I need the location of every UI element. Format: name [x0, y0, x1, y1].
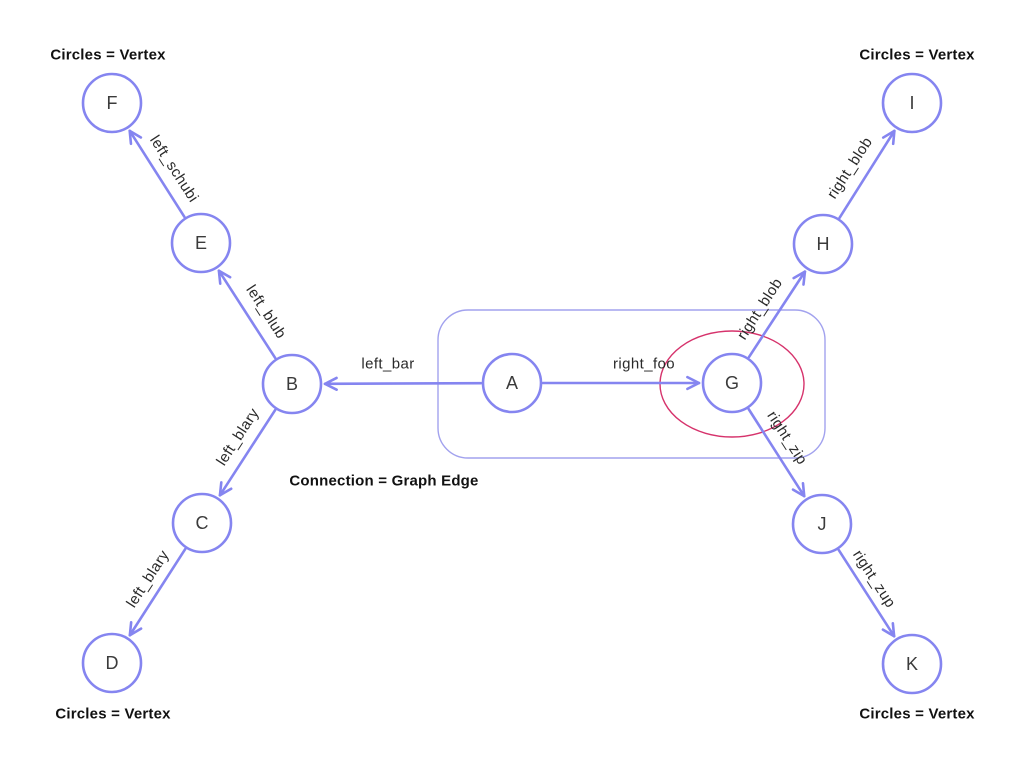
edge-H-I[interactable]: right_blob — [824, 129, 896, 220]
edge-line — [128, 547, 187, 637]
edge-J-K[interactable]: right_zup — [837, 547, 899, 638]
edge-label-H-I: right_blob — [824, 134, 876, 202]
arrowhead-icon — [218, 481, 233, 497]
edge-C-D[interactable]: left_blary — [123, 547, 187, 637]
vertex-circle — [701, 352, 763, 414]
node-B[interactable]: B — [261, 353, 323, 415]
edge-line — [747, 270, 807, 359]
legend-circles-vertex-bottom-left: Circles = Vertex — [55, 706, 171, 723]
edge-G-H[interactable]: right_blob — [734, 270, 807, 359]
edge-B-C[interactable]: left_blary — [213, 405, 277, 497]
vertex-circle — [791, 493, 853, 555]
edge-label-B-C: left_blary — [213, 405, 263, 469]
edge-E-F[interactable]: left_schubi — [128, 129, 202, 219]
edge-line — [218, 408, 277, 497]
edge-line — [323, 381, 483, 386]
edge-G-J[interactable]: right_zip — [747, 407, 811, 498]
arrowhead-icon — [791, 481, 806, 498]
node-E[interactable]: E — [170, 212, 232, 274]
vertex-label: J — [818, 514, 827, 534]
vertex-label: A — [506, 373, 518, 393]
edge-label-A-B: left_bar — [361, 356, 414, 373]
edge-line — [837, 548, 896, 638]
node-G[interactable]: G — [701, 352, 763, 414]
node-H[interactable]: H — [792, 213, 854, 275]
edge-label-B-E: left_blub — [242, 282, 289, 342]
node-C[interactable]: C — [171, 492, 233, 554]
vertex-label: G — [725, 373, 739, 393]
node-K[interactable]: K — [881, 633, 943, 695]
edge-label-A-G: right_foo — [613, 356, 675, 373]
edge-line — [217, 269, 277, 360]
edge-B-E[interactable]: left_blub — [217, 269, 290, 360]
vertex-circle — [81, 72, 143, 134]
node-A[interactable]: A — [481, 352, 543, 414]
vertex-label: H — [817, 234, 830, 254]
node-D[interactable]: D — [81, 632, 143, 694]
edge-label-G-H: right_blob — [734, 275, 786, 343]
vertex-label: D — [106, 653, 119, 673]
arrowhead-icon — [128, 621, 143, 637]
arrowhead-icon — [881, 622, 896, 638]
arrowhead-icon — [881, 129, 896, 146]
arrowhead-icon — [792, 270, 807, 286]
edge-label-G-J: right_zip — [763, 408, 810, 468]
vertex-circle — [170, 212, 232, 274]
vertex-circle — [81, 632, 143, 694]
node-J[interactable]: J — [791, 493, 853, 555]
legend-connection-graph-edge: Connection = Graph Edge — [289, 473, 478, 490]
vertex-label: F — [107, 93, 118, 113]
legend-circles-vertex-top-left: Circles = Vertex — [50, 47, 166, 64]
vertex-label: C — [196, 513, 209, 533]
edge-line — [128, 129, 186, 219]
edge-A-B[interactable]: left_bar — [323, 356, 483, 391]
arrowhead-icon — [217, 269, 232, 285]
edge-A-G[interactable]: right_foo — [541, 356, 701, 391]
vertex-label: I — [909, 93, 914, 113]
arrowhead-icon — [323, 376, 338, 391]
edge-line — [747, 407, 806, 498]
vertex-label: B — [286, 374, 298, 394]
vertex-circle — [481, 352, 543, 414]
vertex-circle — [881, 72, 943, 134]
node-F[interactable]: F — [81, 72, 143, 134]
arrowhead-icon — [686, 375, 701, 391]
edge-line — [838, 129, 896, 220]
vertex-circle — [792, 213, 854, 275]
vertex-label: K — [906, 654, 918, 674]
vertex-circle — [881, 633, 943, 695]
legend-circles-vertex-top-right: Circles = Vertex — [859, 47, 975, 64]
vertex-circle — [171, 492, 233, 554]
legend-circles-vertex-bottom-right: Circles = Vertex — [859, 706, 975, 723]
node-I[interactable]: I — [881, 72, 943, 134]
vertex-label: E — [195, 233, 207, 253]
arrowhead-icon — [128, 129, 143, 146]
vertex-circle — [261, 353, 323, 415]
